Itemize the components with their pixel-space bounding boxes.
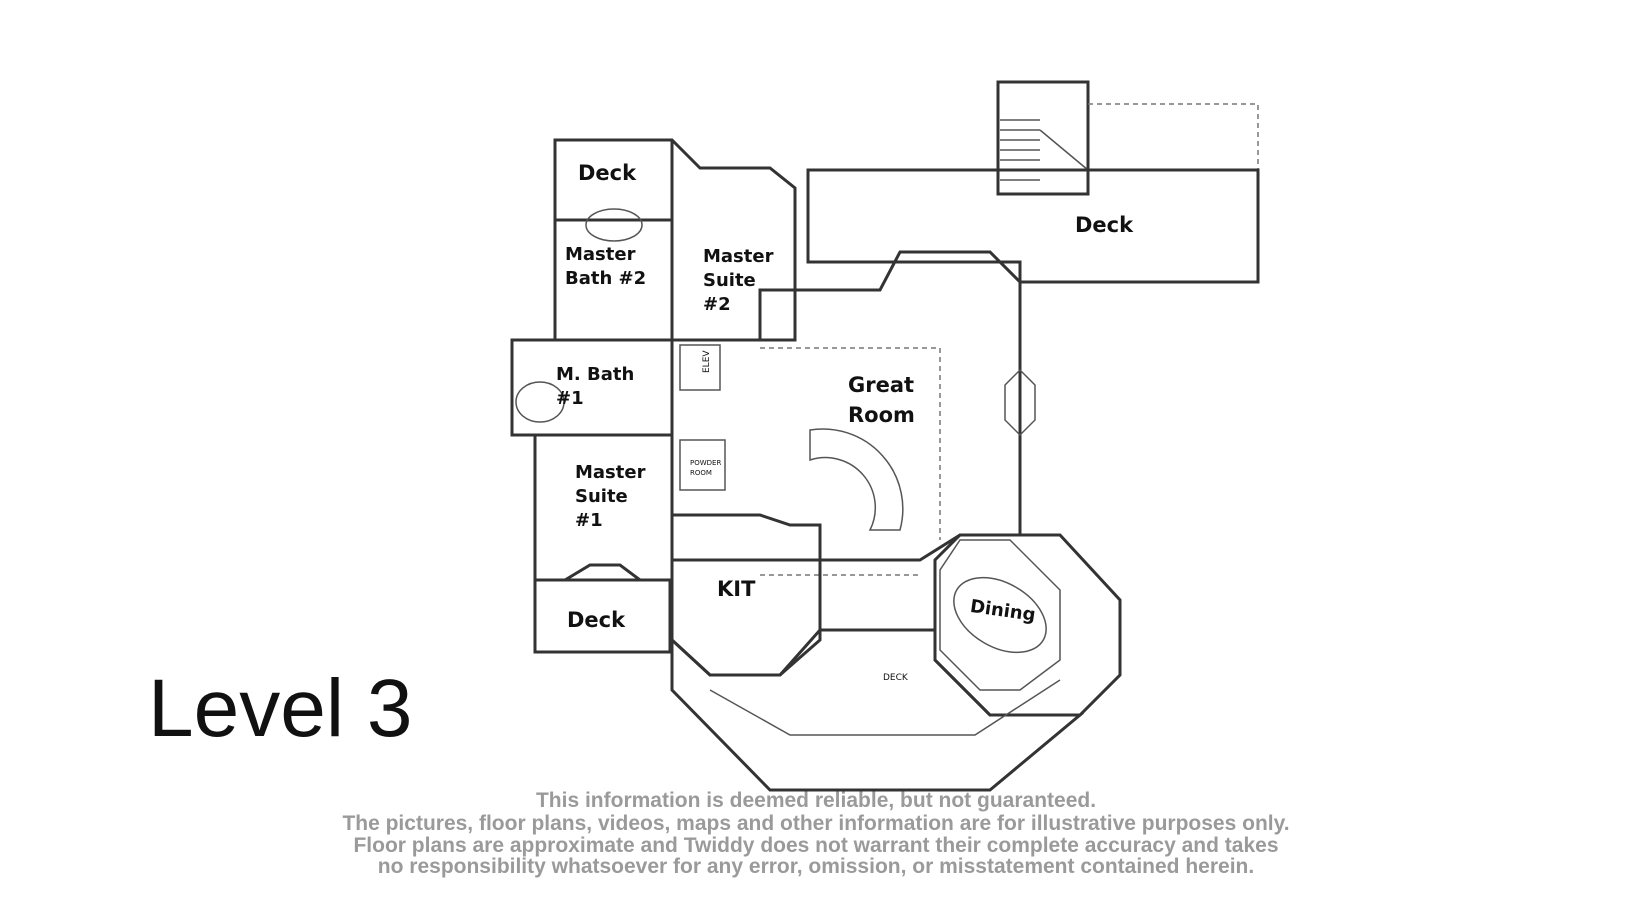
level-title: Level 3 [148, 663, 413, 754]
deck-right [806, 168, 1260, 284]
disclaimer-line: This information is deemed reliable, but… [535, 789, 1097, 812]
disclaimer-line: The pictures, floor plans, videos, maps … [342, 812, 1290, 835]
room-label: Suite [575, 486, 628, 507]
powder-room [679, 439, 726, 491]
room-label: Deck [1075, 213, 1134, 237]
room-label: #1 [556, 388, 584, 409]
room-label: Great [848, 373, 914, 397]
stairwell [996, 80, 1090, 196]
room-label: Deck [578, 161, 637, 185]
m-bath-1 [510, 338, 674, 437]
room-label: Bath #2 [565, 268, 646, 289]
room-label: Room [848, 403, 915, 427]
room-label: Master [575, 462, 646, 483]
dining-inner [939, 539, 1061, 691]
spiral-stair [809, 428, 904, 531]
deck-bottom-left [533, 578, 672, 654]
disclaimer-line: no responsibility whatsoever for any err… [377, 855, 1255, 878]
room-label: KIT [717, 577, 756, 601]
dining-table [953, 576, 1047, 654]
elevator [679, 344, 721, 391]
master-suite-1-area [533, 433, 674, 582]
room-label: Suite [703, 270, 756, 291]
room-label: M. Bath [556, 364, 634, 385]
deck-bottom [670, 628, 1085, 792]
room-label: POWDER [690, 459, 721, 467]
room-label: DECK [883, 673, 909, 683]
room-label: #1 [575, 510, 603, 531]
disclaimer-line: Floor plans are approximate and Twiddy d… [353, 834, 1279, 857]
room-label: Master [703, 246, 774, 267]
room-label: #2 [703, 294, 731, 315]
room-label: Dining [969, 596, 1037, 626]
room-label: ELEV [702, 350, 712, 373]
fireplace [1004, 368, 1036, 437]
bathtub-1 [515, 381, 565, 423]
room-label: Deck [567, 608, 626, 632]
room-label: ROOM [690, 469, 712, 477]
deck-outline-dashed [1088, 103, 1259, 170]
great-room-area [670, 250, 1022, 562]
room-label: Master [565, 244, 636, 265]
bathtub-2 [585, 208, 643, 242]
